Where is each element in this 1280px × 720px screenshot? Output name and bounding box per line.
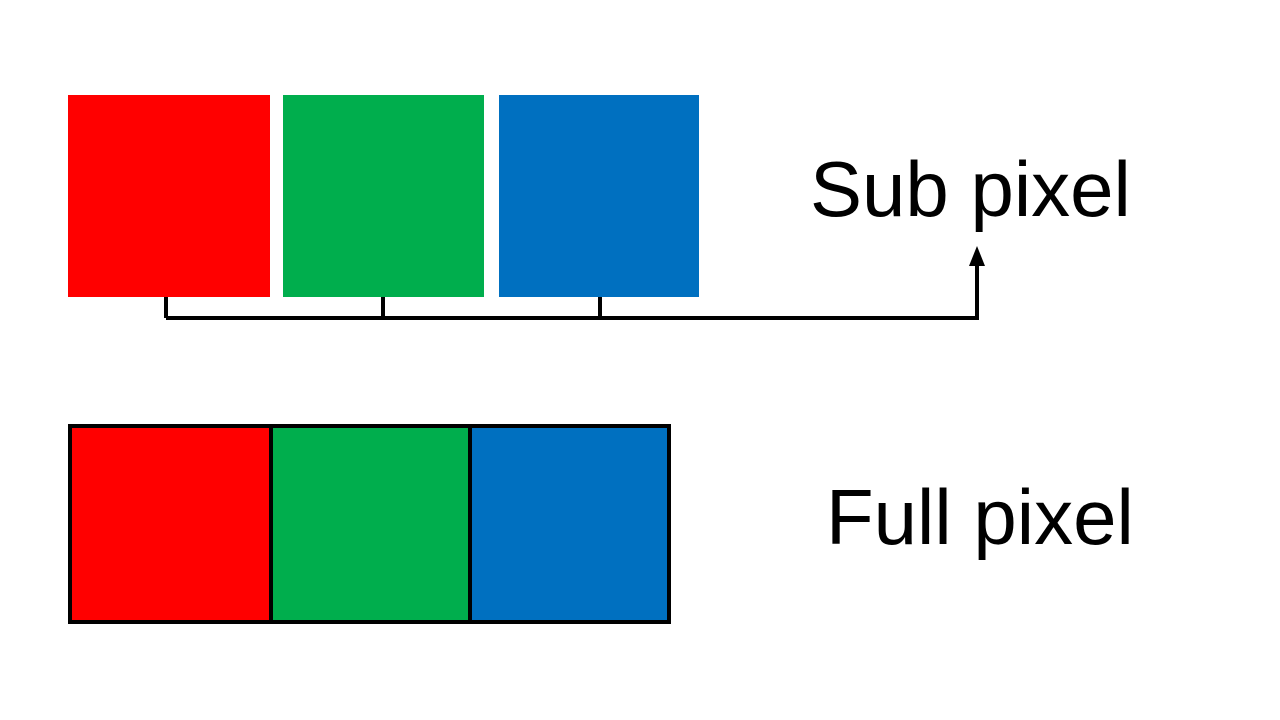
sub-pixel-label: Sub pixel	[810, 145, 1131, 233]
green-subpixel-swatch	[283, 95, 484, 297]
green-band-swatch	[269, 424, 472, 624]
blue-band-swatch	[468, 424, 671, 624]
blue-subpixel-swatch	[499, 95, 699, 297]
arrow-up-icon	[969, 246, 985, 266]
red-subpixel-swatch	[68, 95, 270, 297]
full-pixel-label: Full pixel	[826, 473, 1134, 561]
red-band-swatch	[68, 424, 273, 624]
